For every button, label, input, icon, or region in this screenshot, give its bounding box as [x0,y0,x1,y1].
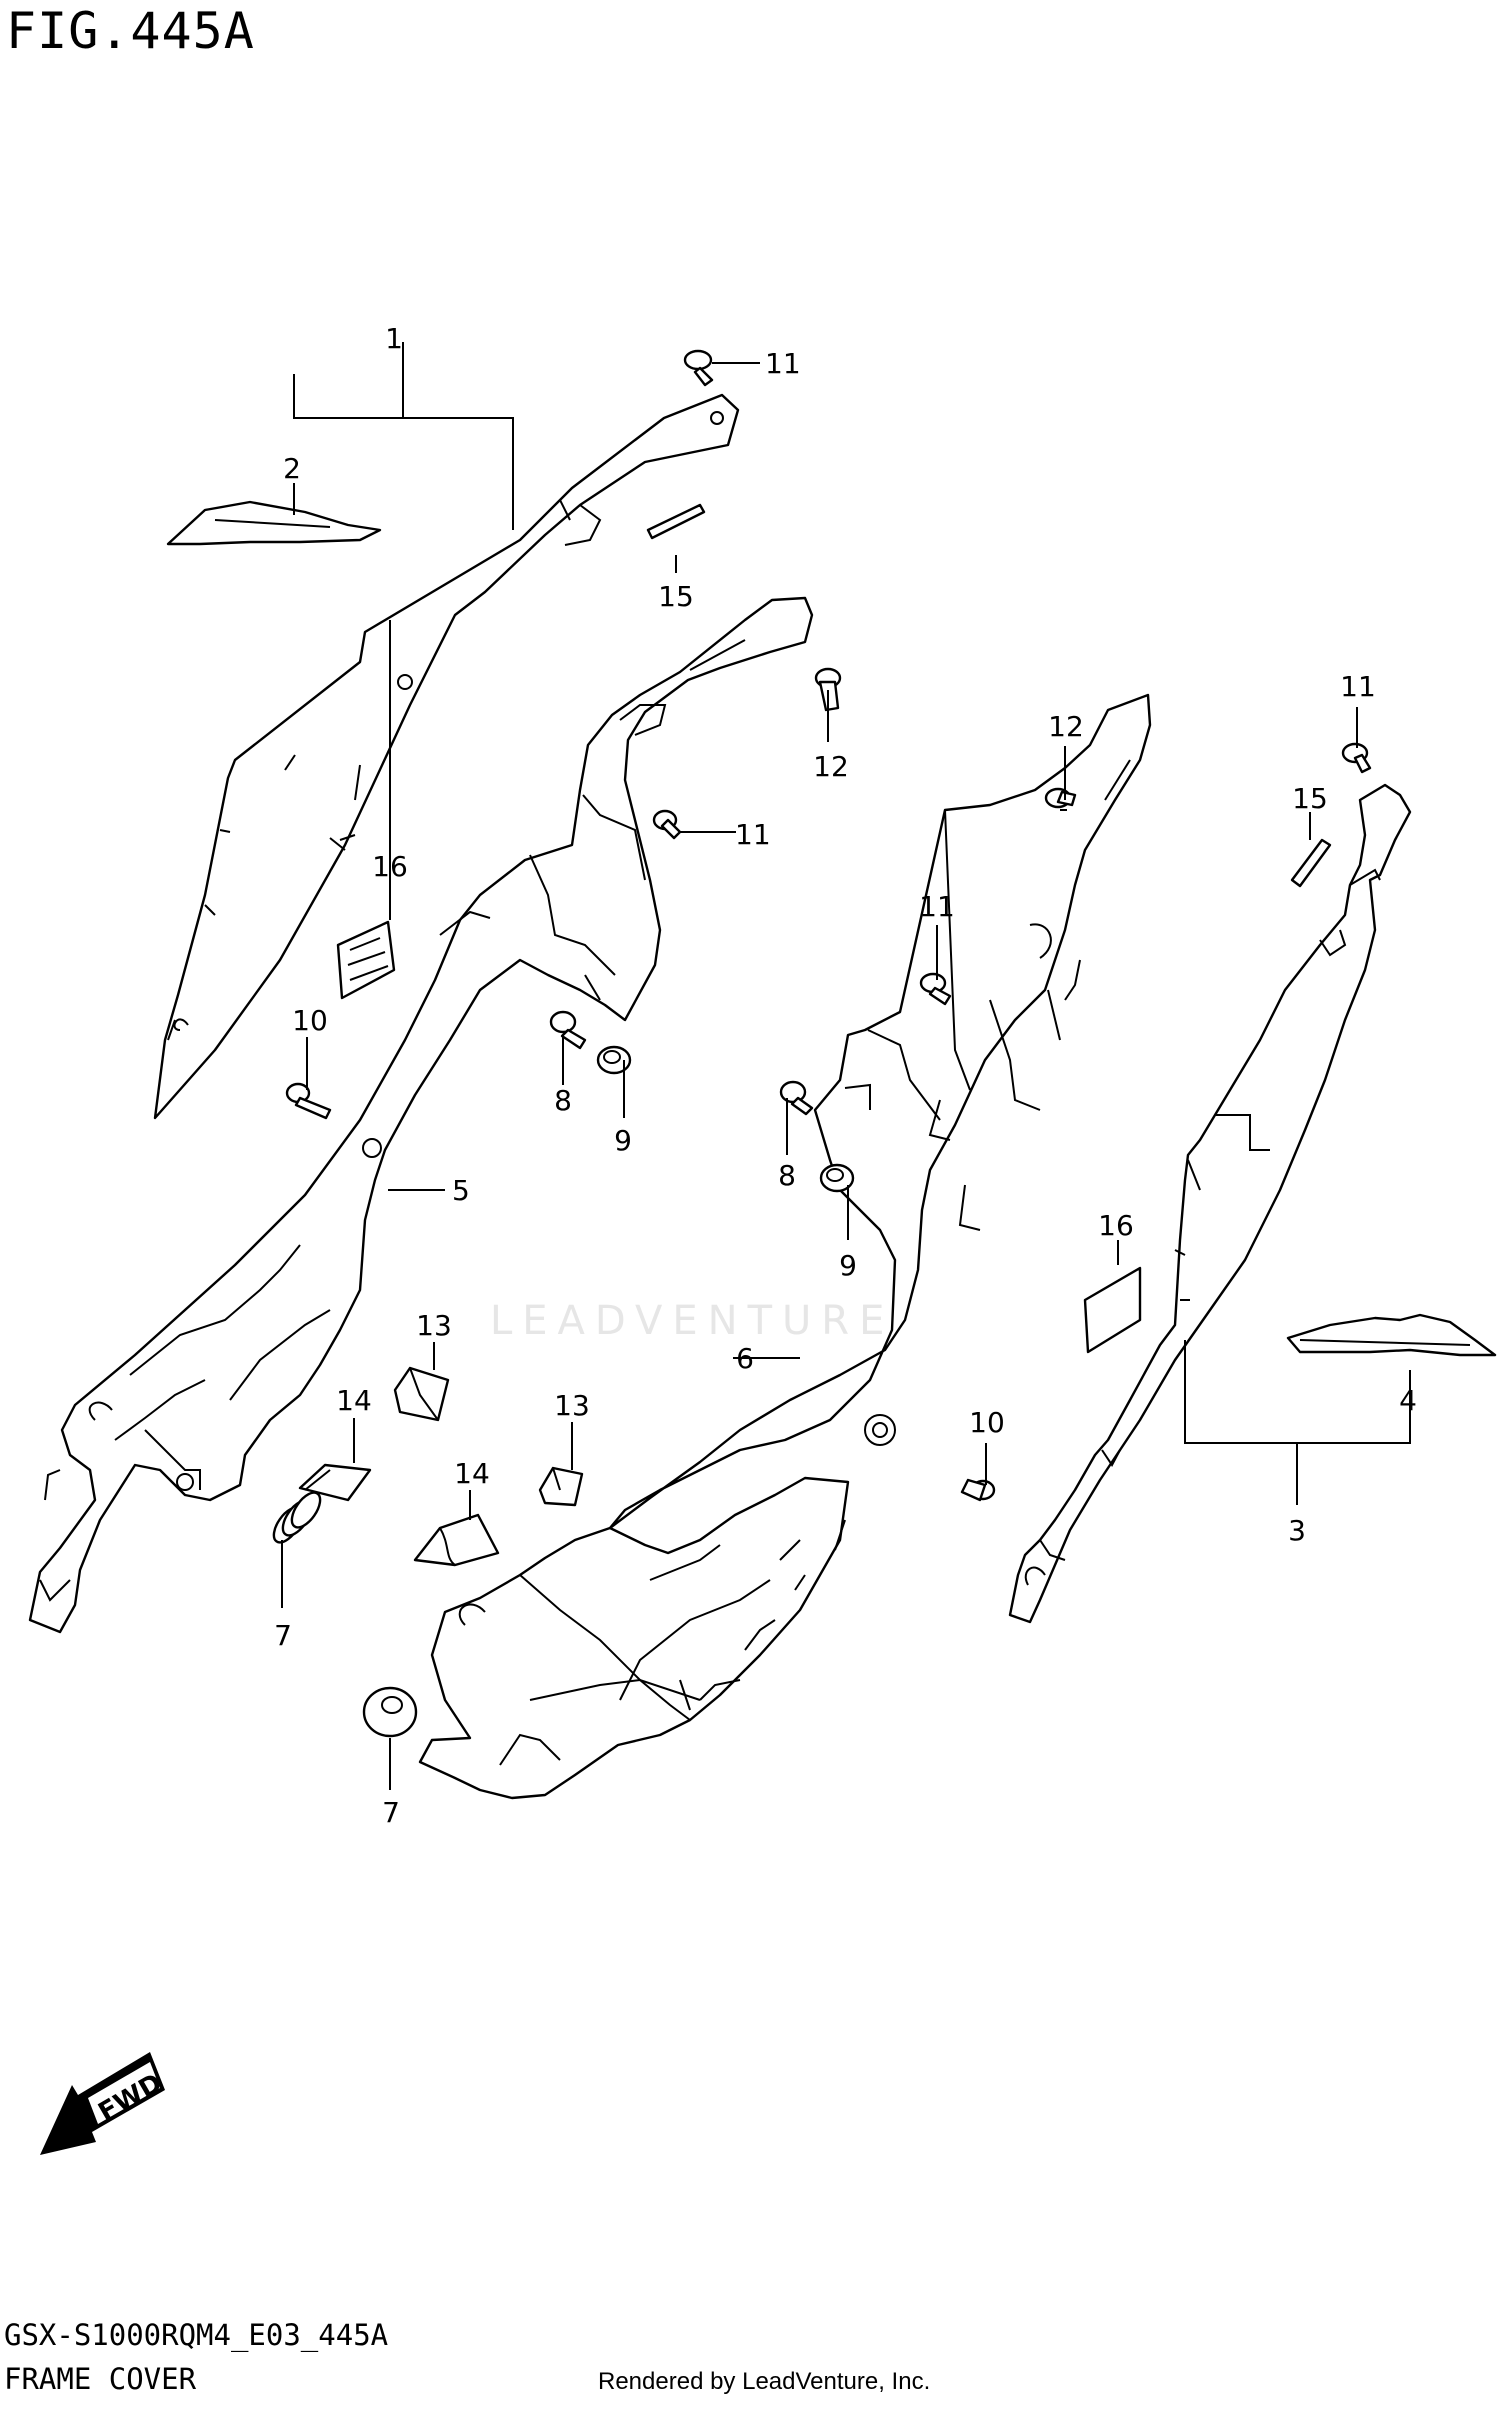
leader-lines [281,342,1411,1790]
callout-14-left: 14 [336,1384,372,1417]
watermark-text: LEADVENTURE [490,1298,895,1344]
callout-7-lower: 7 [382,1796,400,1829]
callout-8-right: 8 [778,1159,796,1192]
section-name: FRAME COVER [4,2362,197,2396]
screw-11-right-mid[interactable] [919,972,952,1006]
callout-8-left: 8 [554,1084,572,1117]
callout-12-upper: 12 [813,750,849,783]
render-credit: Rendered by LeadVenture, Inc. [598,2368,931,2395]
callout-10-right: 10 [969,1406,1005,1439]
part-6-main-right-cover[interactable] [418,693,1152,1800]
collar-9-right[interactable] [819,1163,855,1193]
part-2-decal[interactable] [166,500,382,546]
callout-11-top: 11 [765,347,801,380]
callout-7-left: 7 [274,1619,292,1652]
part-3-right-frame-cover[interactable] [1008,783,1412,1624]
clip-12-upper[interactable] [814,667,842,712]
callout-4: 4 [1399,1384,1417,1417]
callout-11-right-mid: 11 [919,890,955,923]
bolt-8-right[interactable] [779,1080,814,1116]
callout-11-mid: 11 [735,818,771,851]
bolt-8-left[interactable] [549,1010,587,1050]
callout-15-top: 15 [658,580,694,613]
part-16-label-left[interactable] [336,920,396,1000]
pad-14-right[interactable] [413,1513,500,1567]
screw-10-left[interactable] [285,1082,332,1120]
part-4-decal-right[interactable] [1286,1313,1497,1357]
cushion-13-right[interactable] [538,1466,584,1507]
screw-11-mid[interactable] [652,809,682,840]
callout-10-left: 10 [292,1004,328,1037]
grommet-7-left[interactable] [268,1488,325,1547]
callout-1: 1 [385,322,403,355]
callout-16-right: 16 [1098,1209,1134,1242]
part-1-left-frame-cover[interactable] [153,393,740,1120]
grommet-7-lower[interactable] [362,1686,418,1738]
screw-11-top[interactable] [683,349,714,387]
callout-13-right: 13 [554,1389,590,1422]
fwd-arrow-icon: FWD [40,2052,167,2155]
callout-13-left: 13 [416,1309,452,1342]
part-15-strip-right[interactable] [1290,838,1332,888]
screw-11-right-top[interactable] [1341,742,1372,774]
callout-12-right: 12 [1048,710,1084,743]
callout-3: 3 [1288,1514,1306,1547]
part-16-label-right[interactable] [1083,1266,1142,1354]
pad-14-left[interactable] [298,1463,372,1502]
callout-15-right: 15 [1292,782,1328,815]
callout-9-left: 9 [614,1124,632,1157]
callout-16-left: 16 [372,850,408,883]
callout-11-right-top: 11 [1340,670,1376,703]
part-15-strip-upper[interactable] [646,503,706,540]
cushion-13-left[interactable] [393,1366,450,1422]
callout-6: 6 [736,1342,754,1375]
part-5-main-left-cover[interactable] [28,596,814,1634]
figure-title: FIG.445A [6,2,255,60]
callout-5: 5 [452,1174,470,1207]
callout-9-right: 9 [839,1249,857,1282]
callout-2: 2 [283,452,301,485]
model-code: GSX-S1000RQM4_E03_445A [4,2318,389,2352]
collar-9-left[interactable] [596,1045,632,1075]
screw-10-right[interactable] [960,1478,996,1502]
callout-14-right: 14 [454,1457,490,1490]
